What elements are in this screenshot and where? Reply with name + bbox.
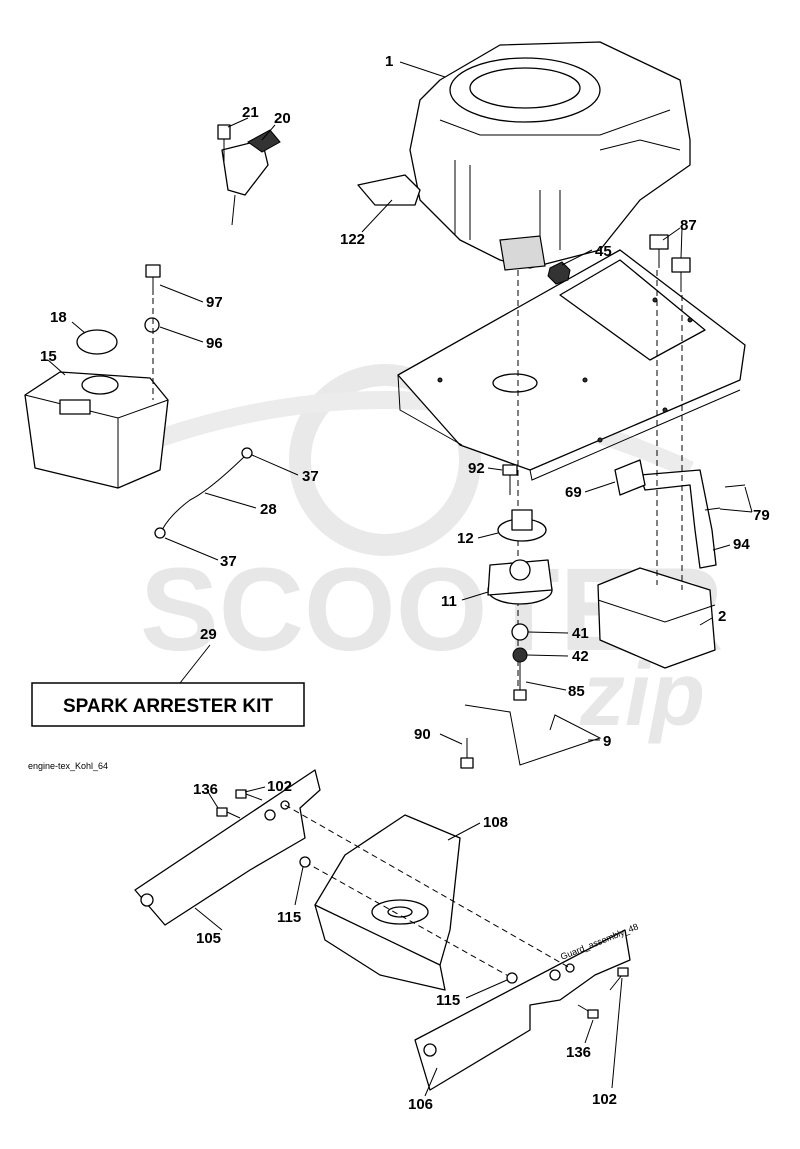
label-2: 2 <box>718 608 726 625</box>
washer-96 <box>144 317 160 333</box>
label-15: 15 <box>40 348 57 365</box>
label-85: 85 <box>568 683 585 700</box>
label-96: 96 <box>206 335 223 352</box>
bolt-102-top <box>235 789 263 801</box>
label-92: 92 <box>468 460 485 477</box>
label-106: 106 <box>408 1096 433 1113</box>
label-29: 29 <box>200 626 217 643</box>
plate-106 <box>414 929 631 1091</box>
label-115-top: 115 <box>277 909 301 926</box>
label-9: 9 <box>603 733 611 750</box>
label-69: 69 <box>565 484 582 501</box>
label-115-bottom: 115 <box>436 992 460 1009</box>
engine-figure-code: engine-tex_Kohl_64 <box>28 761 108 771</box>
guard-108 <box>314 814 461 991</box>
bolt-136-top <box>216 807 241 819</box>
label-41: 41 <box>572 625 589 642</box>
clutch-11 <box>487 559 553 605</box>
part-labels: 1 21 20 122 45 87 97 18 96 15 92 69 79 3… <box>40 53 770 1113</box>
label-79: 79 <box>753 507 770 524</box>
exhaust-pipe <box>639 469 717 569</box>
label-90: 90 <box>414 726 431 743</box>
label-102-top: 102 <box>267 778 292 795</box>
label-136-bottom: 136 <box>566 1044 591 1061</box>
label-97: 97 <box>206 294 223 311</box>
label-45: 45 <box>595 243 612 260</box>
label-122: 122 <box>340 231 365 248</box>
bolt-90 <box>460 738 474 769</box>
plate-105 <box>134 769 321 926</box>
label-87: 87 <box>680 217 697 234</box>
label-37-top: 37 <box>302 468 319 485</box>
screws-79 <box>704 484 746 511</box>
label-42: 42 <box>572 648 589 665</box>
fuel-tank <box>24 371 169 489</box>
nut-115-bottom <box>506 972 518 984</box>
intake-cover <box>357 174 421 206</box>
bolt-85 <box>513 662 527 701</box>
engine-plate <box>397 249 746 481</box>
hose-clamp-top <box>241 447 253 459</box>
gasket-69 <box>614 459 646 496</box>
label-18: 18 <box>50 309 67 326</box>
engine <box>409 41 691 271</box>
bolt-136-bottom <box>577 1004 599 1019</box>
pulley-12 <box>497 509 547 542</box>
label-94: 94 <box>733 536 750 553</box>
label-105: 105 <box>196 930 221 947</box>
muffler <box>597 567 716 669</box>
leader-lines <box>47 61 753 1097</box>
fuel-cap-18 <box>76 329 118 355</box>
label-37-bottom: 37 <box>220 553 237 570</box>
hose-clamp-bottom <box>154 527 166 539</box>
watermark-logo <box>289 364 481 556</box>
label-21: 21 <box>242 104 259 121</box>
kit-box <box>31 682 305 727</box>
label-1: 1 <box>385 53 393 70</box>
label-20: 20 <box>274 110 291 127</box>
bolt-92 <box>502 464 518 495</box>
screw-97 <box>145 264 161 295</box>
nut-115-top <box>299 856 311 868</box>
key-switch <box>217 124 281 226</box>
label-108: 108 <box>483 814 508 831</box>
fuel-hose <box>161 454 247 531</box>
rod-9 <box>464 704 602 766</box>
label-136-top: 136 <box>193 781 218 798</box>
kit-box-text: SPARK ARRESTER KIT <box>63 696 273 717</box>
label-12: 12 <box>457 530 474 547</box>
bolt-102-bottom <box>609 967 629 991</box>
washer-42 <box>512 647 528 663</box>
label-28: 28 <box>260 501 277 518</box>
washer-41 <box>511 623 529 641</box>
label-102-bottom: 102 <box>592 1091 617 1108</box>
nut-45 <box>547 261 571 285</box>
label-11: 11 <box>441 593 457 610</box>
